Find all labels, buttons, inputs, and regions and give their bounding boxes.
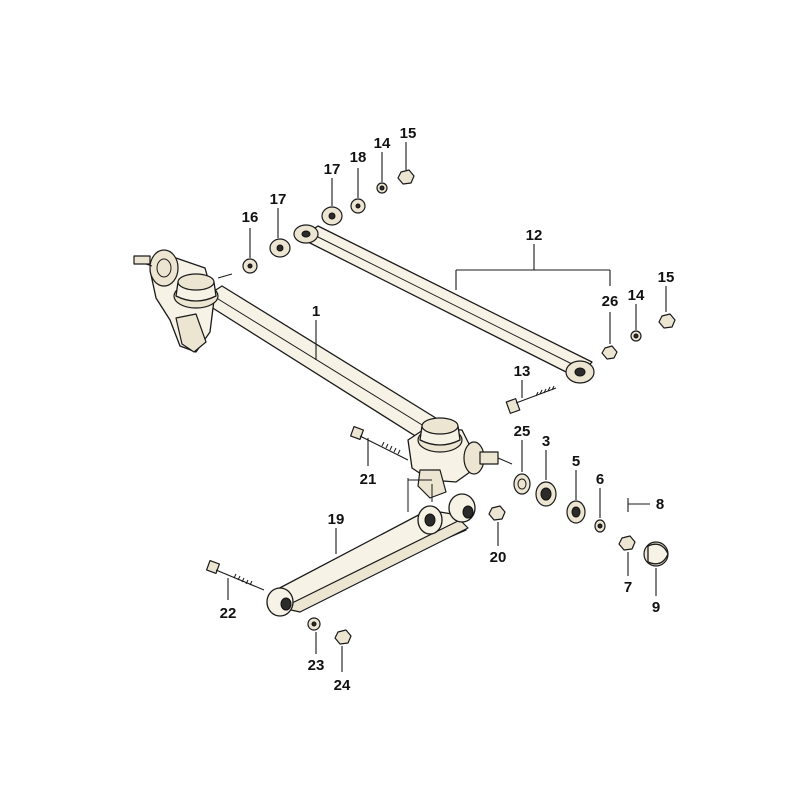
bearing-3 [535, 481, 557, 507]
callout-20: 20 [490, 549, 507, 566]
washer-6 [594, 519, 606, 533]
callout-5: 5 [572, 453, 580, 470]
callout-3: 3 [542, 433, 550, 450]
callout-25: 25 [514, 423, 531, 440]
callout-17-upper: 17 [324, 161, 341, 178]
callout-19: 19 [328, 511, 345, 528]
callout-7: 7 [624, 579, 632, 596]
bolt-13 [505, 385, 557, 414]
callout-15-upper: 15 [400, 125, 417, 142]
bushing-17-left [269, 238, 291, 258]
nut-15-upper [397, 169, 415, 185]
callout-9: 9 [652, 599, 660, 616]
washer-23 [307, 617, 321, 631]
trailing-arm [266, 493, 476, 617]
nut-15-right [658, 313, 676, 329]
nut-26 [601, 345, 618, 360]
seal-25 [513, 473, 531, 495]
washer-14-right [630, 330, 642, 342]
bearing-5 [566, 500, 586, 524]
callout-15-right: 15 [658, 269, 675, 286]
callout-24: 24 [334, 677, 351, 694]
callout-18: 18 [350, 149, 367, 166]
callout-22: 22 [220, 605, 237, 622]
left-hub-assembly [133, 249, 233, 353]
callout-8: 8 [656, 496, 664, 513]
washer-16 [242, 258, 258, 274]
callout-13: 13 [514, 363, 531, 380]
lateral-rod [293, 224, 595, 384]
callout-1: 1 [312, 303, 320, 320]
callout-14-upper: 14 [374, 135, 391, 152]
bolt-21 [349, 425, 409, 461]
leader-lines [227, 142, 667, 672]
callout-6: 6 [596, 471, 604, 488]
callout-17-left: 17 [270, 191, 287, 208]
nut-24 [334, 629, 352, 645]
right-hub-assembly [407, 417, 513, 512]
callout-26: 26 [602, 293, 619, 310]
bolt-22 [205, 559, 265, 591]
callout-12: 12 [526, 227, 543, 244]
washer-18 [350, 198, 366, 214]
callout-23: 23 [308, 657, 325, 674]
washer-14-upper [376, 182, 388, 194]
callout-16: 16 [242, 209, 259, 226]
nut-7 [618, 535, 636, 551]
callouts: 1 16 17 17 18 14 15 12 26 14 15 13 25 3 … [220, 125, 675, 694]
dust-cap-9 [643, 541, 669, 567]
bushing-17-upper [321, 206, 343, 226]
axle-beam [199, 285, 453, 445]
callout-14-right: 14 [628, 287, 645, 304]
nut-20 [488, 505, 506, 521]
callout-21: 21 [360, 471, 377, 488]
